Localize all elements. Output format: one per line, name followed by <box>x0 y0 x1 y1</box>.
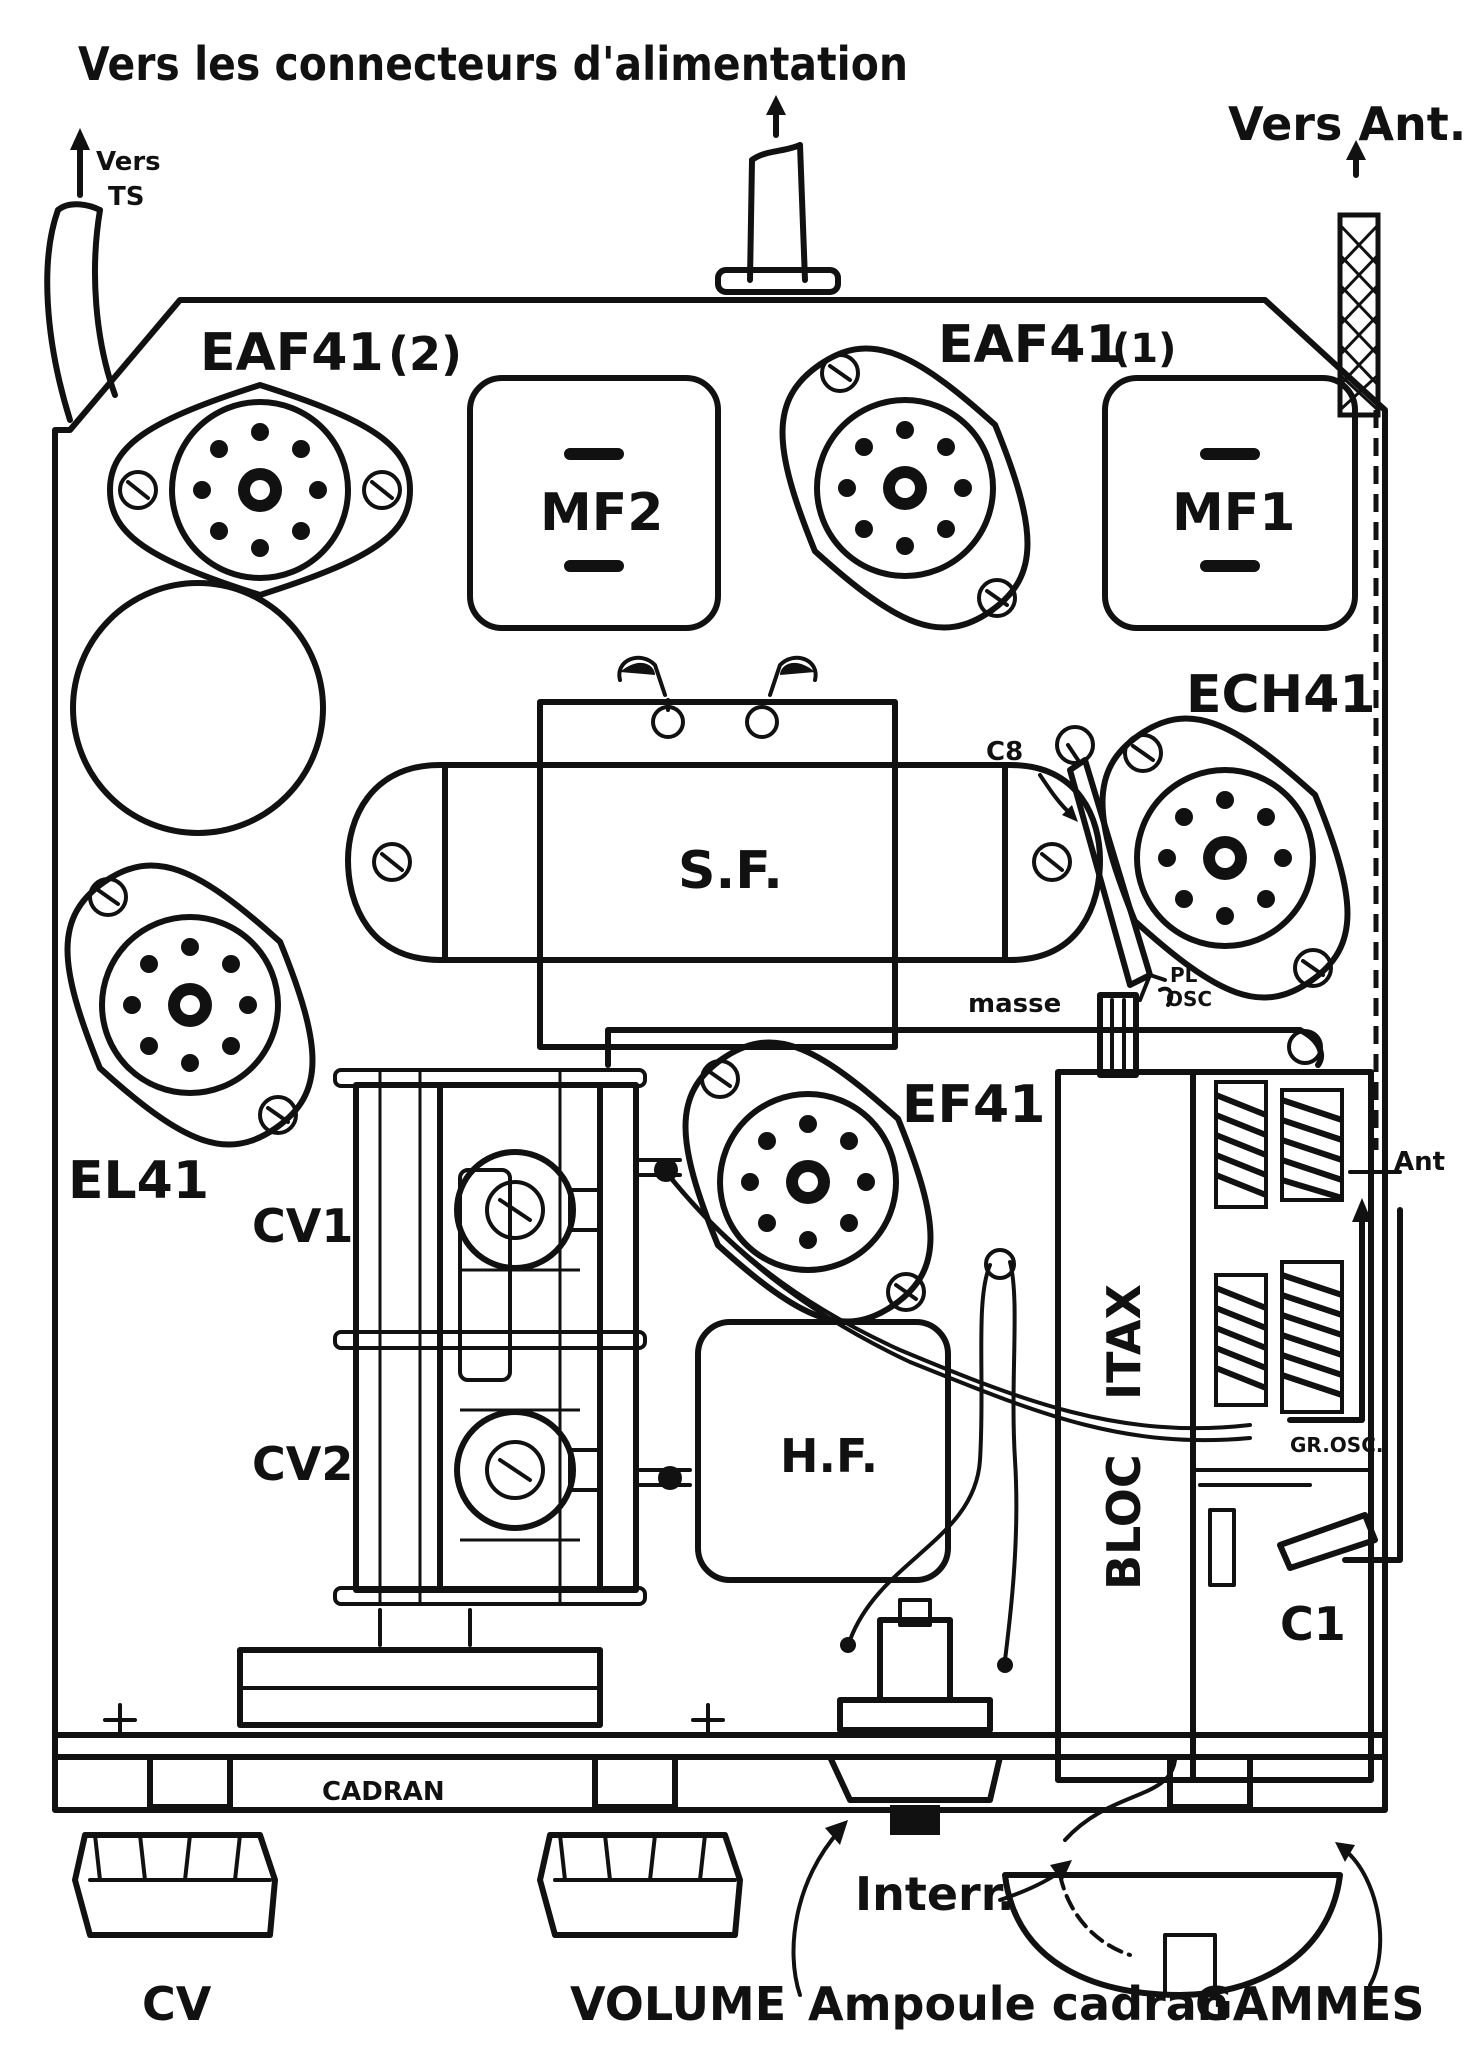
wiring <box>663 1168 1252 1673</box>
label-eaf41-2-num: (2) <box>388 327 462 381</box>
speaker-hole <box>70 580 326 836</box>
label-vers-ts: Vers <box>96 147 161 177</box>
label-cv1: CV1 <box>252 1199 353 1253</box>
power-cable <box>715 95 841 295</box>
label-ech41: ECH41 <box>1186 665 1376 725</box>
label-itax: ITAX <box>1097 1284 1151 1400</box>
label-interr: Interr. <box>855 1867 1014 1921</box>
variable-capacitor <box>333 1068 692 1606</box>
label-vers-ant: Vers Ant. <box>1228 97 1466 151</box>
cv-knob[interactable] <box>72 1832 278 1938</box>
label-ts: TS <box>108 182 144 212</box>
ts-cable <box>44 128 118 423</box>
gammes-knob[interactable] <box>1002 1758 1343 1998</box>
title-power-connectors: Vers les connecteurs d'alimentation <box>78 37 908 91</box>
tube-socket-eaf41-2 <box>107 382 413 598</box>
label-cv2: CV2 <box>252 1437 353 1491</box>
mf1-transformer <box>1102 375 1358 631</box>
label-bloc: BLOC <box>1097 1454 1151 1590</box>
volume-switch <box>827 1598 1003 1835</box>
label-osc: OSC <box>1166 987 1212 1011</box>
antenna-cable <box>1337 140 1381 1150</box>
tube-socket-ef41 <box>682 1039 934 1325</box>
label-pl: PL <box>1170 963 1198 987</box>
volume-knob[interactable] <box>537 1832 743 1938</box>
label-cv: CV <box>142 1977 212 2031</box>
label-hf: H.F. <box>780 1429 878 1483</box>
ground-wire <box>605 973 1324 1078</box>
sf-filter-choke <box>345 655 1103 1050</box>
label-eaf41-2: EAF41 <box>200 323 384 383</box>
tube-socket-el41 <box>64 862 316 1148</box>
front-panel <box>52 1608 1388 1810</box>
ampoule-arrow <box>791 1828 842 1997</box>
label-el41: EL41 <box>68 1151 209 1211</box>
label-c1: C1 <box>1280 1597 1346 1651</box>
label-cadran: CADRAN <box>322 1777 445 1807</box>
hf-coil <box>695 1319 951 1583</box>
label-ef41: EF41 <box>902 1075 1045 1135</box>
label-eaf41-1: EAF41 <box>938 315 1122 375</box>
label-mf2: MF2 <box>540 483 663 543</box>
label-c8: C8 <box>986 737 1023 767</box>
tube-socket-eaf41-1 <box>779 345 1031 631</box>
label-sf: S.F. <box>678 841 783 901</box>
label-eaf41-1-num: (1) <box>1112 326 1176 372</box>
label-volume: VOLUME <box>570 1977 786 2031</box>
label-gr-osc: GR.OSC. <box>1290 1433 1383 1457</box>
itax-coil-block <box>1055 1069 1403 1783</box>
mf2-transformer <box>467 375 721 631</box>
chassis-outline <box>52 297 1388 1813</box>
label-ampoule-cadran: Ampoule cadran <box>808 1977 1230 2031</box>
label-gammes: GAMMES <box>1195 1977 1424 2031</box>
label-ant: Ant <box>1394 1147 1445 1177</box>
label-mf1: MF1 <box>1172 483 1295 543</box>
gammes-arrow <box>1343 1848 1383 1987</box>
label-masse: masse <box>968 989 1061 1019</box>
